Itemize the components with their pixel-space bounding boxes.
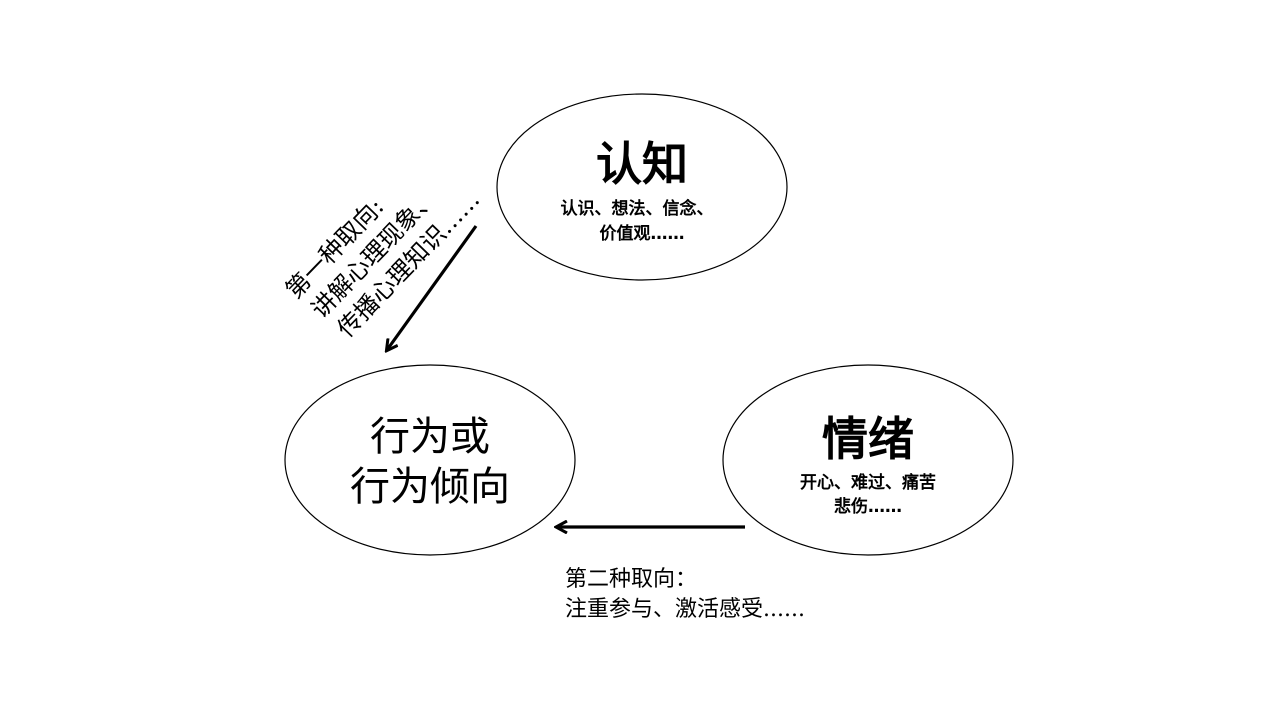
first-approach-label: 第一种取向: 讲解心理现象、 传播心理知识…… [280,183,485,343]
emotion-line-2: 悲伤…… [834,496,902,517]
behavior-line-2: 行为倾向 [350,464,510,510]
second-approach-line-2: 注重参与、激活感受...... [565,597,805,622]
cognition-title: 认知 [596,137,688,191]
behavior-node: 行为或 行为倾向 [284,364,576,556]
cognition-node: 认知 认识、想法、信念、 价值观…… [496,93,788,281]
emotion-ellipse [722,364,1014,556]
emotion-node: 情绪 开心、难过、痛苦 悲伤…… [722,364,1014,556]
second-approach-label: 第二种取向： 注重参与、激活感受...... [565,567,805,622]
behavior-line-1: 行为或 [370,414,490,460]
emotion-title: 情绪 [822,412,914,466]
cognition-ellipse [496,93,788,281]
cognition-line-2: 价值观…… [600,223,685,244]
behavior-ellipse [284,364,576,556]
cognition-line-1: 认识、想法、信念、 [561,198,714,219]
second-approach-line-1: 第二种取向： [565,567,697,592]
arrow-cognition-to-behavior [387,225,478,350]
emotion-line-1: 开心、难过、痛苦 [800,472,936,493]
